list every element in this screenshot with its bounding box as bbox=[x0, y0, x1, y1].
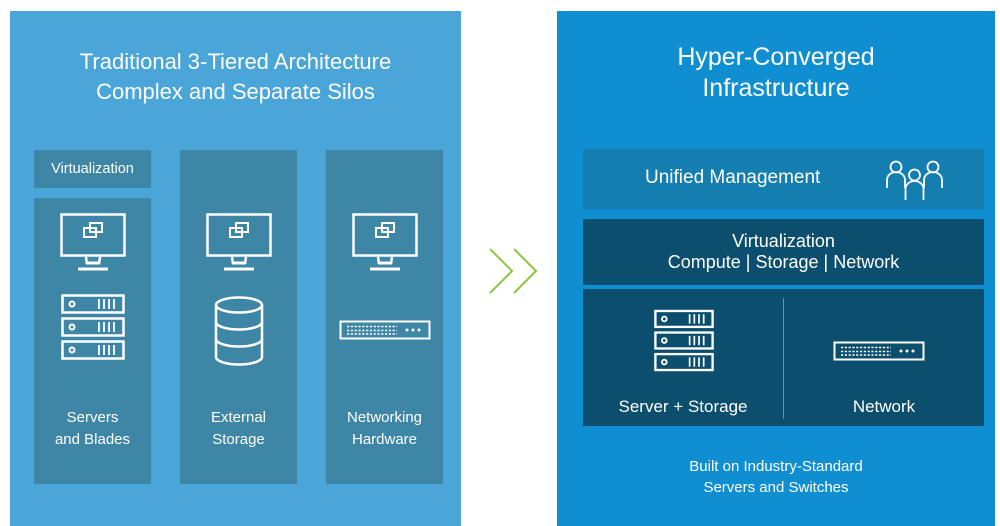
networking-label-line-2: Hardware bbox=[351, 431, 418, 448]
double-chevron-right-icon bbox=[489, 248, 538, 294]
footer-line-1: Built on Industry-Standard bbox=[689, 458, 863, 475]
footer-line-2: Servers and Switches bbox=[703, 479, 849, 496]
footer-note: Built on Industry-Standard Servers and S… bbox=[557, 456, 995, 498]
virtualization-bar: Virtualization Compute | Storage | Netwo… bbox=[583, 219, 984, 285]
storage-label-line-2: Storage bbox=[212, 431, 265, 448]
unified-management-label: Unified Management bbox=[645, 167, 821, 188]
section-divider bbox=[783, 298, 784, 419]
virtualization-label-line-2: Compute | Storage | Network bbox=[667, 252, 900, 272]
traditional-architecture-panel: Traditional 3-Tiered Architecture Comple… bbox=[10, 11, 461, 526]
monitor-icon bbox=[60, 213, 126, 271]
monitor-icon bbox=[206, 213, 272, 271]
server-rack-icon bbox=[61, 294, 125, 360]
network-switch-icon bbox=[339, 320, 431, 340]
hyper-converged-panel: Hyper-Converged Infrastructure Unified M… bbox=[557, 11, 995, 526]
network-label: Network bbox=[852, 397, 916, 416]
servers-label-line-2: and Blades bbox=[54, 431, 131, 448]
servers-column: Servers and Blades bbox=[34, 198, 151, 484]
servers-label-line-1: Servers bbox=[66, 409, 119, 426]
users-icon bbox=[886, 160, 943, 200]
hyper-converged-title: Hyper-Converged Infrastructure bbox=[557, 42, 995, 104]
title-line-1: Traditional 3-Tiered Architecture bbox=[79, 49, 392, 74]
virtualization-label: Virtualization Compute | Storage | Netwo… bbox=[583, 231, 984, 273]
server-network-bar: Server + Storage Network bbox=[583, 289, 984, 426]
title-line-2: Complex and Separate Silos bbox=[96, 79, 375, 104]
title-line-1: Hyper-Converged bbox=[677, 43, 875, 71]
unified-management-bar: Unified Management bbox=[583, 149, 984, 209]
storage-label-line-1: External bbox=[210, 409, 267, 426]
virtualization-label-line-1: Virtualization bbox=[732, 231, 835, 251]
networking-column: Networking Hardware bbox=[326, 150, 443, 484]
server-rack-icon bbox=[654, 309, 714, 372]
database-icon bbox=[214, 296, 264, 366]
storage-column: External Storage bbox=[180, 150, 297, 484]
monitor-icon bbox=[352, 213, 418, 271]
title-line-2: Infrastructure bbox=[702, 74, 850, 102]
traditional-architecture-title: Traditional 3-Tiered Architecture Comple… bbox=[10, 47, 461, 107]
server-storage-label: Server + Storage bbox=[618, 397, 748, 416]
storage-label: External Storage bbox=[180, 407, 297, 451]
networking-label: Networking Hardware bbox=[326, 407, 443, 451]
servers-label: Servers and Blades bbox=[34, 407, 151, 451]
networking-label-line-1: Networking bbox=[346, 409, 423, 426]
virtualization-tag: Virtualization bbox=[34, 150, 151, 188]
network-switch-icon bbox=[833, 341, 925, 361]
